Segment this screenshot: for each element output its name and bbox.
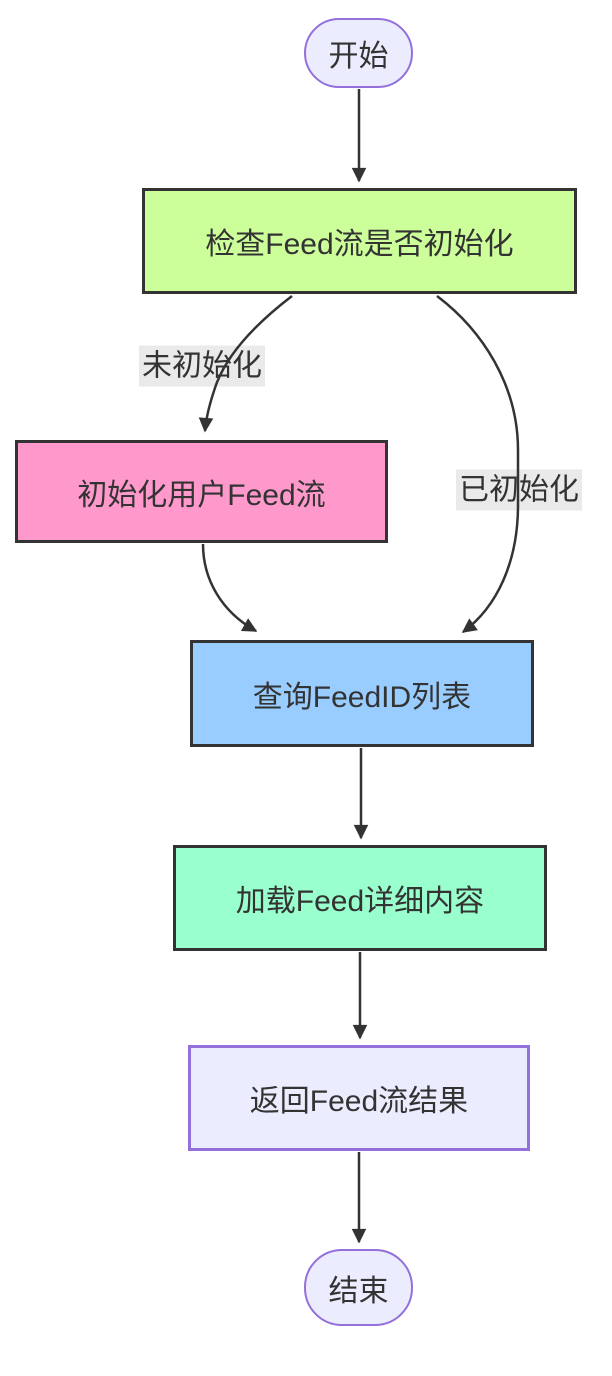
node-load-label: 加载Feed详细内容 — [235, 885, 485, 918]
node-query-feed-id-list: 查询FeedID列表 — [190, 640, 534, 747]
node-end: 结束 — [304, 1249, 413, 1326]
node-start-label: 开始 — [328, 40, 389, 73]
node-load-feed-detail: 加载Feed详细内容 — [173, 845, 547, 951]
node-result-label: 返回Feed流结果 — [249, 1085, 469, 1118]
edge-label-initialized: 已初始化 — [456, 469, 582, 511]
node-start: 开始 — [304, 18, 413, 88]
edge-label-not-initialized: 未初始化 — [139, 345, 265, 387]
node-check-feed-initialized: 检查Feed流是否初始化 — [142, 188, 577, 294]
node-init-label: 初始化用户Feed流 — [77, 478, 326, 512]
node-initialize-user-feed: 初始化用户Feed流 — [15, 440, 388, 543]
edge-check-to-query — [436, 295, 520, 634]
edge-init-to-query — [201, 543, 258, 633]
node-query-label: 查询FeedID列表 — [252, 680, 472, 714]
node-end-label: 结束 — [328, 1274, 389, 1308]
node-check-label: 检查Feed流是否初始化 — [205, 228, 514, 261]
node-return-feed-result: 返回Feed流结果 — [188, 1045, 530, 1151]
